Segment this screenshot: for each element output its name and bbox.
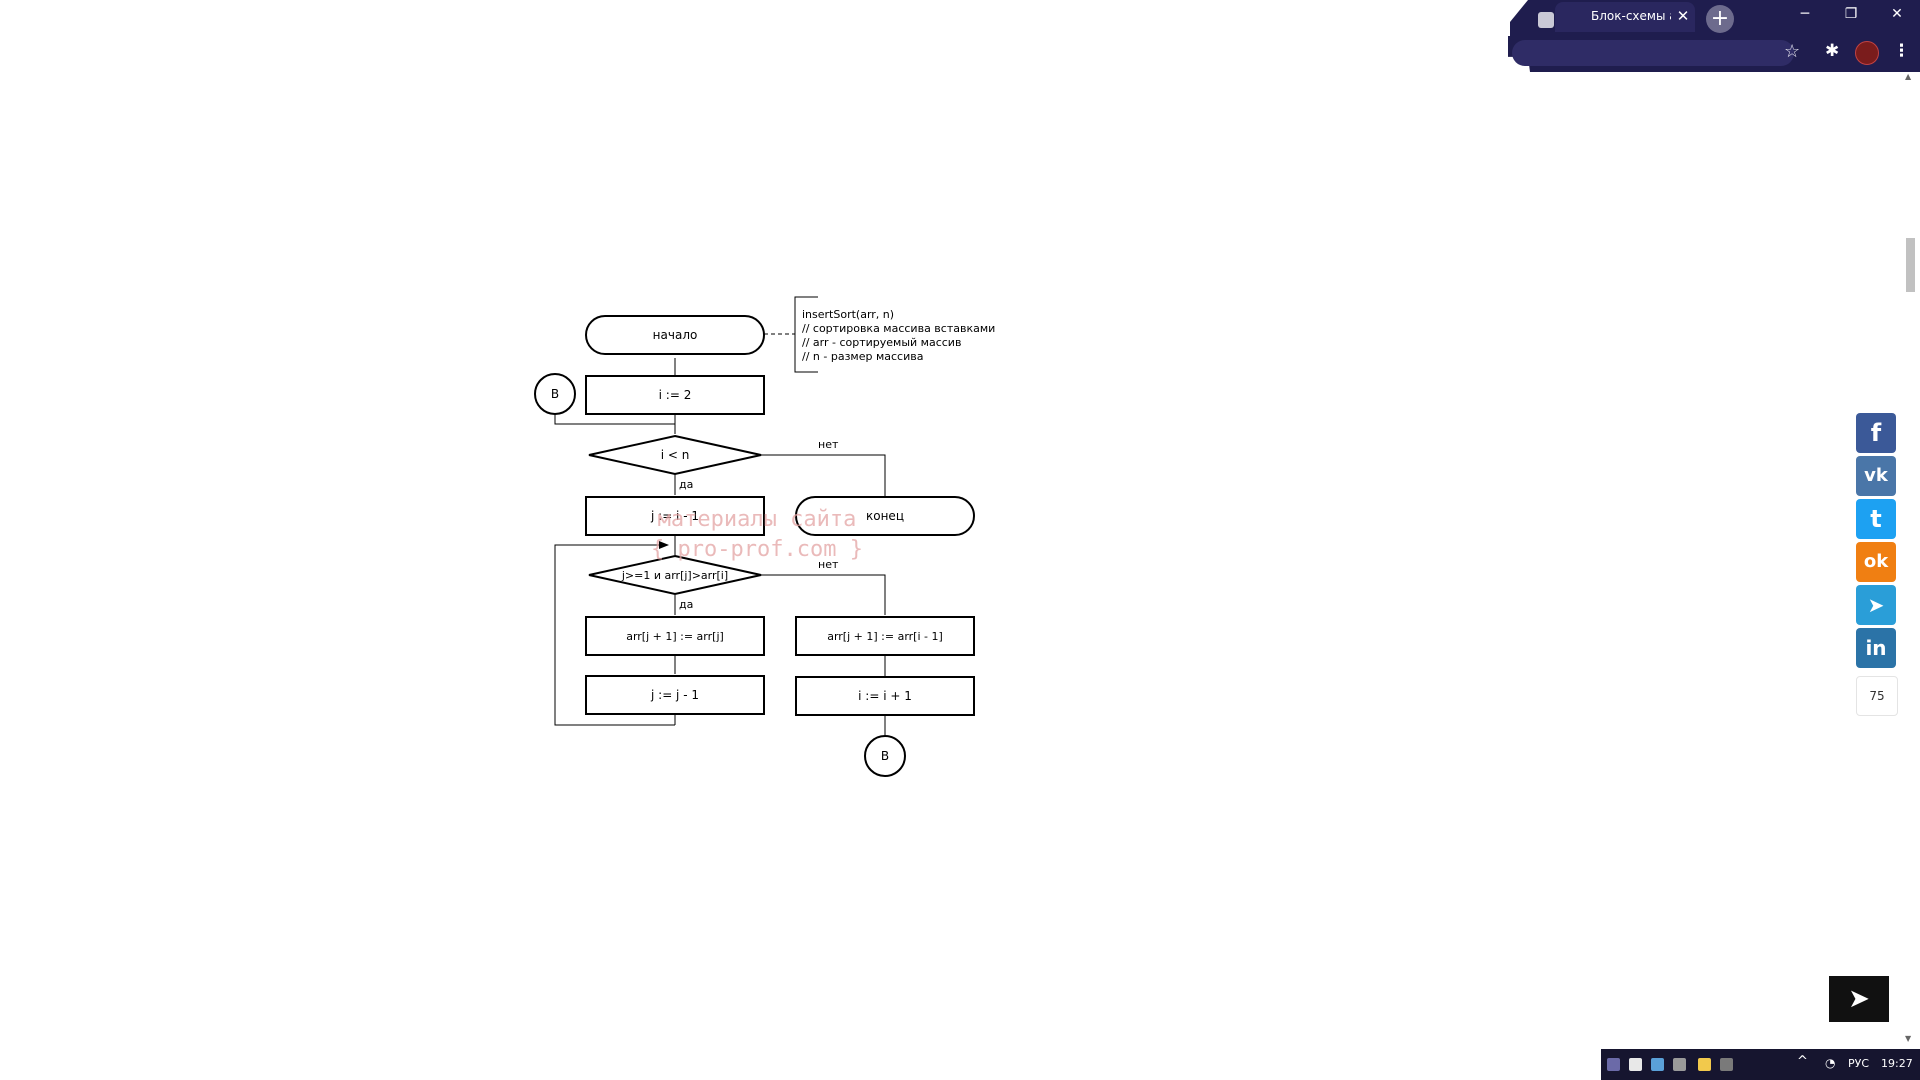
window-minimize-button[interactable]: ─ bbox=[1800, 6, 1810, 22]
init-j-label: j := i - 1 bbox=[650, 509, 699, 523]
comment-line-1: insertSort(arr, n) bbox=[802, 308, 894, 321]
tray-overflow-icon[interactable]: ^ bbox=[1797, 1054, 1808, 1069]
connector-b-bottom-label: B bbox=[881, 749, 889, 763]
taskbar-folder-icon[interactable] bbox=[1698, 1058, 1711, 1071]
scrollbar-thumb[interactable] bbox=[1906, 238, 1915, 292]
address-bar[interactable] bbox=[1512, 40, 1794, 66]
share-count-badge: 75 bbox=[1856, 676, 1898, 716]
linkedin-share-button[interactable]: in bbox=[1856, 628, 1896, 668]
comment-line-3: // arr - сортируемый массив bbox=[802, 336, 961, 349]
outer-no-label: нет bbox=[818, 438, 839, 451]
page-scrollbar[interactable] bbox=[1903, 72, 1920, 1050]
init-i-label: i := 2 bbox=[659, 388, 692, 402]
init-j-process bbox=[585, 496, 765, 536]
new-tab-button[interactable]: + bbox=[1706, 5, 1734, 33]
taskbar-document-icon[interactable] bbox=[1629, 1058, 1642, 1071]
inner-no-label: нет bbox=[818, 558, 839, 571]
dec-j-label: j := j - 1 bbox=[650, 688, 699, 702]
watermark-line-1: материалы сайта bbox=[658, 507, 857, 532]
telegram-share-button[interactable]: ➤ bbox=[1856, 585, 1896, 625]
comment-line-2: // сортировка массива вставками bbox=[802, 322, 995, 335]
insert-label: arr[j + 1] := arr[i - 1] bbox=[827, 630, 943, 643]
watermark-line-2: { pro-prof.com } bbox=[651, 537, 863, 562]
init-i-process bbox=[585, 375, 765, 415]
outer-yes-label: да bbox=[679, 478, 693, 491]
taskbar-app-icon[interactable] bbox=[1607, 1058, 1620, 1071]
twitter-share-button[interactable]: t bbox=[1856, 499, 1896, 539]
browser-menu-icon[interactable]: ⋮ bbox=[1893, 41, 1910, 61]
inc-i-process bbox=[795, 676, 975, 716]
taskbar bbox=[1601, 1049, 1920, 1080]
flowchart-diagram: начало insertSort(arr, n) // сортировка … bbox=[534, 296, 995, 777]
inc-i-label: i := i + 1 bbox=[858, 689, 912, 703]
language-indicator[interactable]: РУС bbox=[1848, 1057, 1870, 1070]
dec-j-process bbox=[585, 675, 765, 715]
connector-b-top-label: B bbox=[551, 387, 559, 401]
condition-inner-decision bbox=[588, 554, 762, 596]
connector-b-top bbox=[534, 373, 576, 415]
taskbar-clock[interactable]: 19:27 bbox=[1881, 1057, 1913, 1070]
window-close-button[interactable]: ✕ bbox=[1891, 6, 1903, 22]
tab-title[interactable]: Блок-схемы а bbox=[1591, 9, 1671, 23]
extensions-puzzle-icon[interactable]: ✱ bbox=[1825, 41, 1840, 61]
back-to-top-button[interactable]: ➤ bbox=[1829, 976, 1889, 1022]
profile-avatar[interactable] bbox=[1855, 41, 1879, 65]
vk-share-button[interactable]: vk bbox=[1856, 456, 1896, 496]
start-terminal bbox=[585, 315, 765, 355]
inner-yes-label: да bbox=[679, 598, 693, 611]
tab-favicon-icon bbox=[1538, 12, 1554, 28]
browser-tab-active[interactable] bbox=[1555, 2, 1695, 32]
condition-outer-label: i < n bbox=[661, 448, 690, 462]
insert-process bbox=[795, 616, 975, 656]
start-label: начало bbox=[653, 328, 698, 342]
taskbar-app-icon[interactable] bbox=[1720, 1058, 1733, 1071]
end-label: конец bbox=[866, 509, 904, 523]
facebook-share-button[interactable]: f bbox=[1856, 413, 1896, 453]
wifi-icon[interactable]: ◔ bbox=[1825, 1056, 1836, 1070]
odnoklassniki-share-button[interactable]: ok bbox=[1856, 542, 1896, 582]
bookmark-star-icon[interactable]: ☆ bbox=[1784, 41, 1801, 62]
connector-b-bottom bbox=[864, 735, 906, 777]
condition-outer-decision bbox=[588, 434, 762, 476]
tab-close-icon[interactable]: ✕ bbox=[1676, 7, 1690, 25]
scroll-down-arrow-icon[interactable]: ▼ bbox=[1905, 1034, 1912, 1043]
end-terminal bbox=[795, 496, 975, 536]
taskbar-app-icon[interactable] bbox=[1673, 1058, 1686, 1071]
comment-line-4: // n - размер массива bbox=[802, 350, 923, 363]
shift-label: arr[j + 1] := arr[j] bbox=[626, 630, 724, 643]
condition-inner-label: j>=1 и arr[j]>arr[i] bbox=[621, 569, 728, 582]
shift-process bbox=[585, 616, 765, 656]
window-restore-button[interactable]: ❐ bbox=[1844, 6, 1858, 22]
scroll-up-arrow-icon[interactable]: ▲ bbox=[1905, 72, 1912, 81]
taskbar-app-icon[interactable] bbox=[1651, 1058, 1664, 1071]
